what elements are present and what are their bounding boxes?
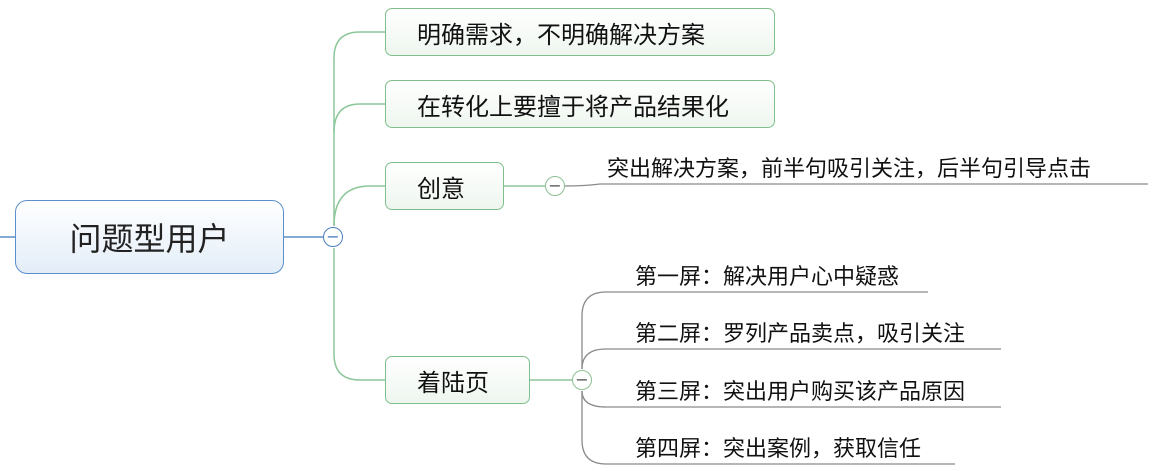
leaf-connectors xyxy=(504,185,572,381)
creative-leaf-line xyxy=(563,183,1148,187)
leaf-label: 第三屏：突出用户购买该产品原因 xyxy=(635,380,966,405)
collapse-icon: − xyxy=(548,176,562,195)
creative-leaf[interactable]: 突出解决方案，前半句吸引关注，后半句引导点击 xyxy=(607,152,1091,182)
branch-node-creative[interactable]: 创意 xyxy=(385,162,504,210)
root-collapse-toggle[interactable]: − xyxy=(323,227,343,247)
landing-leaf-screen-3[interactable]: 第三屏：突出用户购买该产品原因 xyxy=(635,375,965,405)
creative-collapse-toggle[interactable]: − xyxy=(545,176,565,196)
branch-label: 着陆页 xyxy=(417,368,489,397)
root-label: 问题型用户 xyxy=(69,220,230,258)
landing-leaf-lines xyxy=(581,291,1001,465)
branch-label: 在转化上要擅于将产品结果化 xyxy=(417,92,729,121)
root-node[interactable]: 问题型用户 xyxy=(15,200,284,274)
branch-node-landing-page[interactable]: 着陆页 xyxy=(385,356,530,404)
leaf-label: 突出解决方案，前半句吸引关注，后半句引导点击 xyxy=(607,157,1092,182)
leaf-label: 第四屏：突出案例，获取信任 xyxy=(635,437,922,462)
landing-leaf-screen-1[interactable]: 第一屏：解决用户心中疑惑 xyxy=(635,260,899,290)
landing-leaf-screen-4[interactable]: 第四屏：突出案例，获取信任 xyxy=(635,432,921,462)
collapse-icon: − xyxy=(326,227,340,246)
branch-node-clear-need[interactable]: 明确需求，不明确解决方案 xyxy=(385,8,775,56)
branch-node-conversion[interactable]: 在转化上要擅于将产品结果化 xyxy=(385,80,775,128)
landing-page-collapse-toggle[interactable]: − xyxy=(572,370,592,390)
branch-label: 创意 xyxy=(417,174,465,203)
branch-label: 明确需求，不明确解决方案 xyxy=(417,20,705,49)
landing-leaf-screen-2[interactable]: 第二屏：罗列产品卖点，吸引关注 xyxy=(635,317,965,347)
leaf-label: 第一屏：解决用户心中疑惑 xyxy=(635,265,900,290)
collapse-icon: − xyxy=(575,370,589,389)
branch-connectors xyxy=(333,31,385,381)
leaf-label: 第二屏：罗列产品卖点，吸引关注 xyxy=(635,322,966,347)
